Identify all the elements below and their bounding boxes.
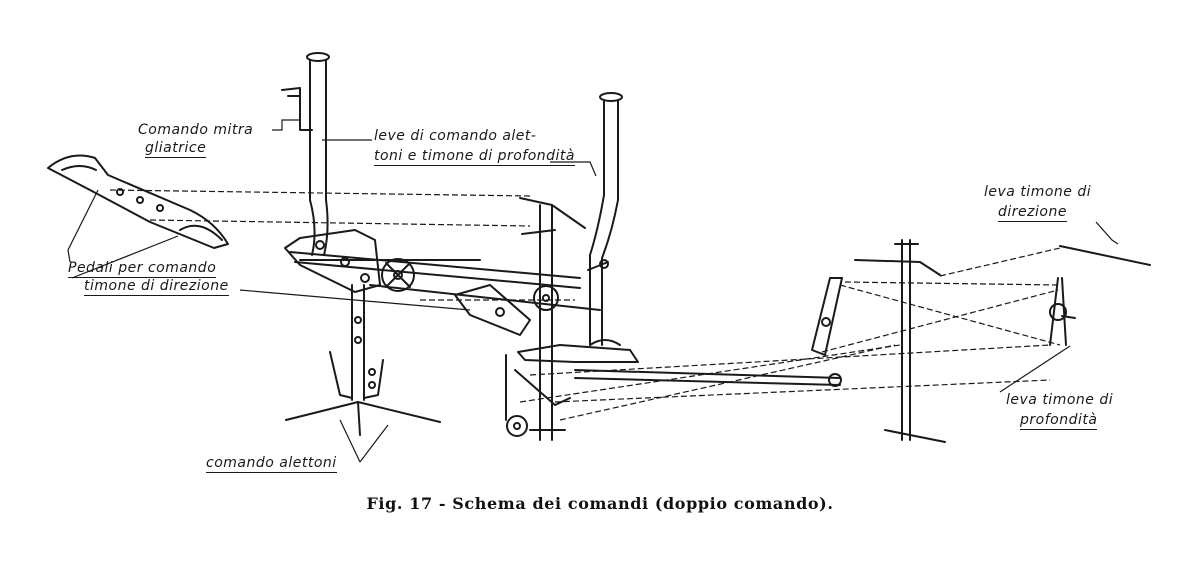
mid-column [519, 197, 586, 441]
label-leva-timone-prof-2: profondità [1020, 412, 1098, 430]
label-comando-mitra-1: Comando mitra [138, 122, 254, 138]
label-leva-timone-dir-2: direzione [998, 204, 1067, 222]
figure-caption: Fig. 17 - Schema dei comandi (doppio com… [366, 494, 834, 513]
lower-pulley [505, 354, 528, 437]
left-rear-crank [811, 277, 843, 356]
torque-tube [289, 251, 601, 311]
label-leva-timone-prof-1: leva timone di [1006, 392, 1114, 408]
front-rudder-pedals [47, 154, 229, 249]
label-comando-alettoni: comando alettoni [206, 455, 337, 473]
aileron-rod [285, 284, 441, 436]
rudder-bar [854, 239, 1151, 443]
front-control-stick [281, 52, 330, 256]
rear-bellcrank [454, 284, 531, 336]
label-pedali-2: timone di direzione [84, 278, 229, 296]
rear-control-stick [587, 92, 623, 346]
label-leva-timone-dir-1: leva timone di [984, 184, 1092, 200]
label-comando-mitra-2: gliatrice [145, 140, 207, 158]
elevator-lever [1049, 277, 1076, 346]
label-leve-1: leve di comando alet- [374, 128, 537, 144]
front-pulley [381, 258, 415, 292]
rear-rudder-pedals [514, 339, 639, 406]
label-pedali-1: Pedali per comando [68, 260, 217, 278]
label-leve-2: toni e timone di profondità [374, 148, 575, 166]
